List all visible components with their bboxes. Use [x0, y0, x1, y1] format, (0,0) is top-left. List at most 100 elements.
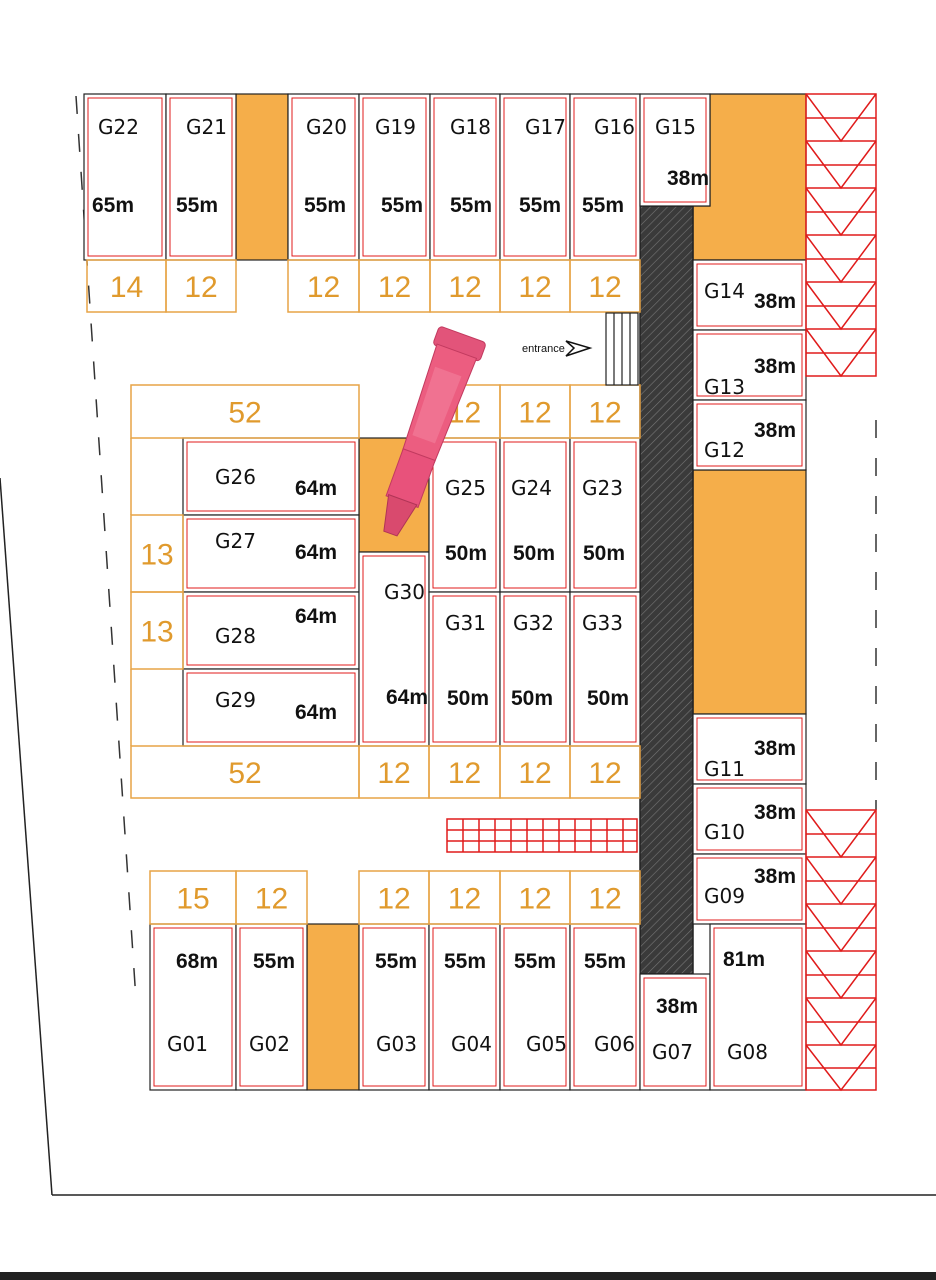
garage-id-label: G20: [306, 115, 347, 139]
garage-construction-line: [643, 977, 707, 1087]
garage-cell: [692, 853, 807, 925]
garage-cell: [165, 93, 237, 261]
garage-construction-line: [186, 595, 356, 666]
parking-bay-number: 52: [228, 757, 261, 790]
garage-id-label: G12: [704, 438, 745, 462]
parking-bay-number: 52: [228, 397, 261, 430]
garage-size-label: 50m: [513, 542, 555, 565]
garage-construction-line: [186, 672, 356, 743]
garage-construction-line: [573, 595, 637, 743]
garage-construction-line: [291, 97, 356, 257]
garage-cell: [358, 551, 430, 747]
parking-bay: [569, 259, 641, 313]
garage-id-label: G06: [594, 1032, 635, 1056]
garage-construction-line: [362, 555, 426, 743]
parking-bay: [165, 259, 237, 313]
parking-bay: [569, 384, 641, 439]
garage-size-label: 55m: [375, 950, 417, 973]
garage-size-label: 38m: [754, 419, 796, 442]
garage-cell: [692, 713, 807, 785]
garage-id-label: G24: [511, 476, 552, 500]
ramp-stripes: [446, 818, 638, 853]
garage-construction-line: [696, 333, 803, 397]
garage-size-label: 64m: [295, 541, 337, 564]
garage-construction-line: [239, 927, 304, 1087]
bottom-edge-bar: [0, 1272, 936, 1280]
garage-cell: [428, 923, 501, 1091]
garage-id-label: G13: [704, 375, 745, 399]
garage-cell: [358, 93, 431, 261]
garage-id-label: G31: [445, 611, 486, 635]
garage-construction-line: [153, 927, 233, 1087]
parking-bay-number: 12: [377, 883, 410, 916]
garage-id-label: G30: [384, 580, 425, 604]
garage-cell: [569, 591, 641, 747]
garage-cell: [499, 591, 571, 747]
garage-cell: [569, 93, 641, 261]
garage-id-label: G27: [215, 529, 256, 553]
garage-id-label: G03: [376, 1032, 417, 1056]
garage-id-label: G18: [450, 115, 491, 139]
parking-bay-number: 12: [588, 883, 621, 916]
garage-cell: [569, 437, 641, 593]
garage-id-label: G10: [704, 820, 745, 844]
garage-id-label: G29: [215, 688, 256, 712]
parking-bay-number: 12: [518, 757, 551, 790]
garage-size-label: 50m: [445, 542, 487, 565]
garage-construction-line: [643, 97, 707, 203]
entrance-gate: [605, 312, 639, 386]
driveway: [639, 205, 694, 975]
garage-cell: [428, 437, 501, 593]
parking-bay-number: 12: [518, 883, 551, 916]
garage-construction-line: [432, 441, 497, 589]
parking-bay: [130, 591, 184, 670]
garage-construction-line: [696, 403, 803, 467]
garage-construction-line: [433, 97, 497, 257]
garage-cell: [499, 923, 571, 1091]
garage-cell: [499, 93, 571, 261]
entrance-arrow-icon: [565, 340, 593, 357]
garage-size-label: 38m: [754, 801, 796, 824]
garage-size-label: 50m: [511, 687, 553, 710]
garage-cell: [499, 437, 571, 593]
parking-bay: [235, 870, 308, 925]
garage-id-label: G32: [513, 611, 554, 635]
site-boundary-dashed: [75, 95, 877, 1001]
parking-bay-number: 12: [518, 271, 551, 304]
garage-id-label: G23: [582, 476, 623, 500]
garage-id-label: G04: [451, 1032, 492, 1056]
garage-cell: [569, 923, 641, 1091]
garage-size-label: 38m: [754, 290, 796, 313]
highlighter-marker-icon: [383, 326, 486, 537]
garage-cell: [149, 923, 237, 1091]
garage-size-label: 55m: [450, 194, 492, 217]
garage-construction-line: [432, 595, 497, 743]
parking-bay-number: 12: [588, 397, 621, 430]
garage-cell: [182, 668, 360, 747]
parking-bay-number: 12: [378, 271, 411, 304]
garage-id-label: G22: [98, 115, 139, 139]
garage-cell: [182, 437, 360, 516]
garage-construction-line: [186, 441, 356, 512]
parking-bay-number: 12: [588, 757, 621, 790]
garage-construction-line: [432, 927, 497, 1087]
parking-bay-number: 12: [448, 271, 481, 304]
garage-size-label: 38m: [656, 995, 698, 1018]
garage-construction-line: [503, 441, 567, 589]
garage-id-label: G09: [704, 884, 745, 908]
garage-construction-line: [696, 787, 803, 851]
parking-bay: [130, 384, 360, 439]
garage-cell: [358, 923, 430, 1091]
garage-size-label: 50m: [587, 687, 629, 710]
garage-size-label: 50m: [447, 687, 489, 710]
garage-construction-line: [573, 97, 637, 257]
garage-id-label: G21: [186, 115, 227, 139]
parking-bay-number: 13: [140, 539, 173, 572]
garage-size-label: 55m: [381, 194, 423, 217]
garage-size-label: 38m: [667, 167, 709, 190]
garage-construction-line: [503, 595, 567, 743]
